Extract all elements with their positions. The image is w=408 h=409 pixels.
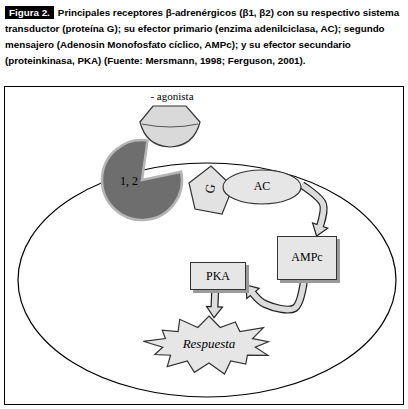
arrow-head [313,223,328,236]
cell-membrane [18,163,396,397]
figure-title: Figura 2. [5,6,54,19]
node-label: 1, 2 [104,174,154,188]
figure-frame [5,87,404,405]
adenylate-cyclase: AC [222,169,302,205]
node-label: AMPc [278,250,336,265]
node-outline [98,136,188,224]
node-label: Respuesta [146,336,272,352]
arrow-outline [252,280,304,310]
camp-box: AMPc [277,236,337,280]
pka-box: PKA [190,262,246,290]
signal-arrow [246,280,304,310]
node-label: AC [222,179,302,194]
arrow-head [246,285,259,299]
signal-arrow [207,290,223,318]
figure-caption: Figura 2.Principales receptores β-adrené… [5,5,403,69]
arrow-body [302,185,324,227]
arrow-outline [302,185,324,226]
arrow-outline [210,290,219,308]
arrow-body [252,280,304,310]
node-label: PKA [191,269,245,284]
signal-arrow [302,185,328,236]
agonist-shape [140,106,200,147]
receptor: 1, 2 [98,136,188,224]
node-label: - agonista [142,90,202,103]
response-node: Respuesta [146,316,272,374]
caption-text: Principales receptores β-adrenérgicos (β… [5,7,399,66]
receptor-shape [102,140,182,220]
arrow-body [212,290,218,309]
enzyme-ellipse [223,170,301,204]
agonist-detail [142,124,198,127]
